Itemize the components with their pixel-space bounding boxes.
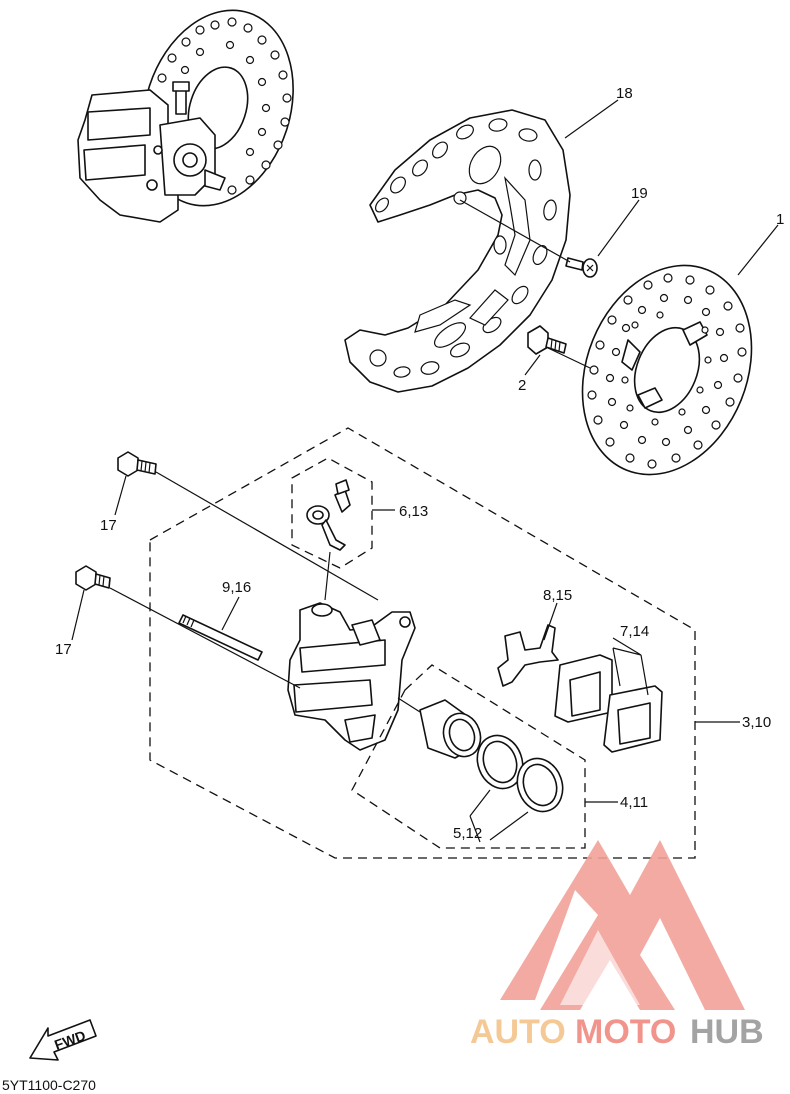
brake-disc-part-1 bbox=[581, 264, 753, 476]
callout-4-11: 4,11 bbox=[620, 794, 648, 811]
bleeder-screw-part-6-13 bbox=[306, 479, 351, 551]
bolt-part-17-lower bbox=[75, 565, 111, 591]
watermark-moto: MOTO bbox=[575, 1013, 676, 1051]
callout-9-16: 9,16 bbox=[222, 579, 251, 596]
callout-18: 18 bbox=[616, 85, 633, 102]
group-outline-6-13 bbox=[291, 457, 373, 569]
diagram-code: 5YT1100-C270 bbox=[2, 1077, 96, 1093]
group-outline-4-11 bbox=[351, 664, 586, 849]
callout-1: 1 bbox=[776, 211, 784, 228]
piston-seals-part-5-12 bbox=[476, 734, 564, 813]
caliper-body-part-3-10 bbox=[287, 602, 416, 751]
leader-lines bbox=[71, 99, 779, 843]
bolt-part-17-upper bbox=[117, 451, 157, 477]
forward-arrow-icon: FWD bbox=[29, 1019, 97, 1061]
callout-2: 2 bbox=[518, 377, 526, 394]
callout-7-14: 7,14 bbox=[620, 623, 649, 640]
brake-pads-part-7-14 bbox=[554, 654, 663, 753]
assembled-brake-illustration bbox=[77, 9, 294, 223]
callout-19: 19 bbox=[631, 185, 648, 202]
callout-5-12: 5,12 bbox=[453, 825, 482, 842]
caliper-pin-part-9-16 bbox=[178, 614, 263, 661]
fwd-label: FWD bbox=[52, 1027, 87, 1053]
bolt-part-2 bbox=[527, 325, 567, 355]
automotohub-watermark-logo: AUTO MOTO HUB bbox=[470, 840, 764, 1051]
piston-part-4-11 bbox=[419, 699, 482, 759]
disc-guard-part-18 bbox=[344, 109, 571, 393]
callout-17-lower: 17 bbox=[55, 641, 72, 658]
callout-8-15: 8,15 bbox=[543, 587, 572, 604]
callout-17-upper: 17 bbox=[100, 517, 117, 534]
watermark-auto: AUTO bbox=[470, 1013, 566, 1051]
pad-spring-part-8-15 bbox=[497, 624, 559, 687]
screw-part-19 bbox=[565, 257, 598, 278]
callout-6-13: 6,13 bbox=[399, 503, 428, 520]
watermark-hub: HUB bbox=[690, 1013, 764, 1051]
group-outline-3-10 bbox=[149, 427, 696, 859]
callout-3-10: 3,10 bbox=[742, 714, 771, 731]
